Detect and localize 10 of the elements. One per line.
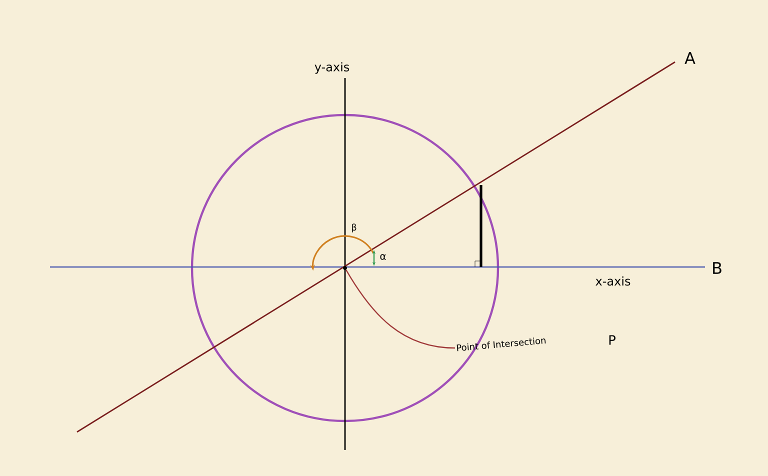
origin-point: [343, 266, 347, 270]
axis-label: α: [380, 254, 386, 260]
axis-label: B: [713, 262, 722, 274]
axis-label: P: [609, 335, 616, 345]
axis-label: β: [352, 224, 356, 232]
axis-label: x-axis: [596, 276, 630, 286]
axis-label: A: [684, 52, 696, 64]
callout-text: Point of Intersection: [456, 338, 546, 352]
leader-line: [346, 270, 456, 349]
axis-label: y-axis: [314, 62, 350, 74]
